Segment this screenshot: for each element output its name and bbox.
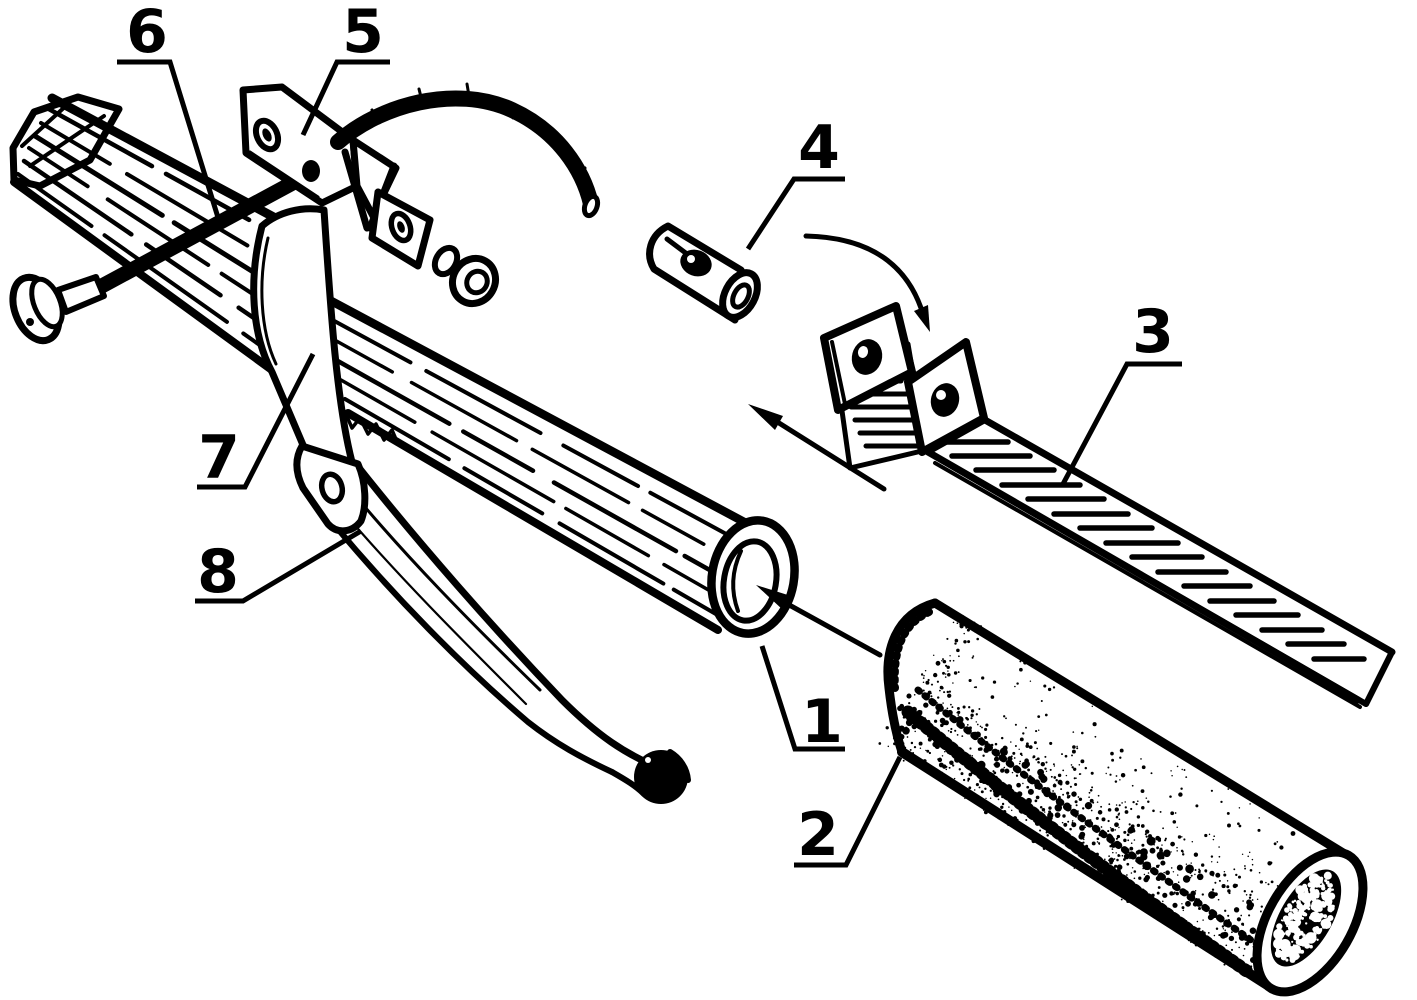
label-8: 8 (195, 528, 363, 607)
label-5: 5 (300, 0, 390, 137)
label-6: 6 (117, 0, 223, 225)
part-label-7: 7 (198, 423, 240, 493)
part-clamp (250, 205, 369, 535)
insert-arrow (779, 598, 883, 658)
label-3: 3 (1060, 297, 1182, 486)
label-8-leader (195, 528, 363, 604)
part-tube-open-end (707, 516, 799, 638)
part-label-4: 4 (798, 113, 840, 183)
label-4-leader (745, 176, 845, 251)
part-barrel-nipple (646, 222, 761, 324)
label-4: 4 (745, 113, 845, 251)
part-grip-sleeve (878, 598, 1368, 997)
label-1-leader (759, 645, 845, 752)
grip-bore-texture (1273, 871, 1336, 963)
part-label-8: 8 (197, 537, 239, 607)
part-label-5: 5 (342, 0, 384, 67)
plate-left-hole (851, 339, 883, 375)
callouts: 1 2 3 4 5 6 7 8 (117, 0, 1182, 870)
annotation-arrows (748, 233, 930, 658)
label-2-leader (794, 755, 903, 868)
rotate-arrow-head-icon (914, 305, 930, 332)
label-6-leader (117, 59, 223, 225)
part-clamp-plate-and-pin (368, 188, 500, 308)
part-angle-bracket (239, 83, 400, 232)
part-label-3: 3 (1132, 297, 1174, 367)
label-2: 2 (794, 755, 903, 870)
part-strap-assembly (820, 302, 1396, 709)
clamp-pivot-hole (318, 471, 346, 505)
part-handlebar-tube (317, 291, 751, 634)
part-label-2: 2 (797, 800, 839, 870)
part-cable (330, 82, 601, 219)
insert-arrow-head-icon (756, 585, 791, 610)
part-label-6: 6 (126, 0, 168, 67)
label-7: 7 (197, 352, 316, 493)
label-3-leader (1060, 361, 1182, 486)
label-7-leader (197, 352, 316, 490)
slide-arrow (776, 420, 887, 492)
rod-tip (302, 160, 320, 182)
part-rod (9, 164, 321, 345)
serrated-edge (343, 410, 400, 446)
lever-ball-end (634, 750, 688, 804)
slide-arrow-head-icon (748, 404, 783, 430)
part-label-1: 1 (801, 687, 843, 757)
rotate-arrow (803, 233, 924, 311)
label-1: 1 (759, 645, 845, 757)
label-5-leader (300, 59, 390, 137)
cable-end (581, 193, 601, 219)
